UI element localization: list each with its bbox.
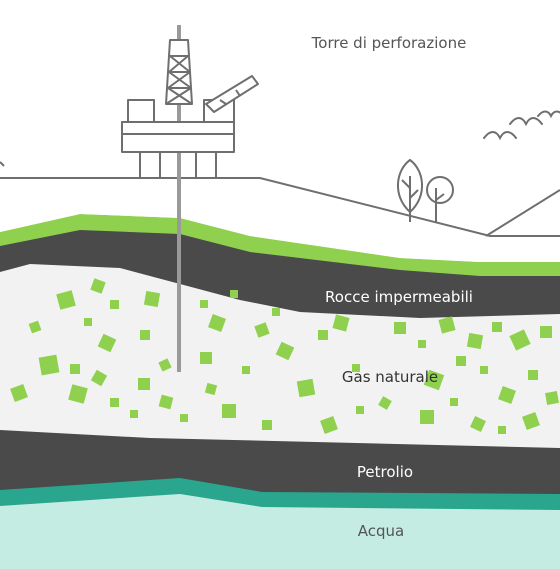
left-tick [0,161,5,167]
hill-outline [485,189,560,237]
impermeable-rock-layer [0,228,560,318]
trees-icon [396,158,454,222]
label-natural-gas: Gas naturale [342,368,438,386]
birds-icon [483,110,560,141]
label-impermeable-rocks: Rocce impermeabili [325,288,473,306]
water-layer [0,492,560,569]
ground-line [0,177,560,237]
teal-band [0,476,560,510]
label-drilling-rig: Torre di perforazione [311,34,467,52]
label-oil: Petrolio [357,463,413,481]
label-water: Acqua [358,522,404,540]
green-band [0,214,560,276]
gas-particles [10,278,559,434]
surface-ground [0,178,560,262]
drilling-rig-icon [121,39,259,179]
